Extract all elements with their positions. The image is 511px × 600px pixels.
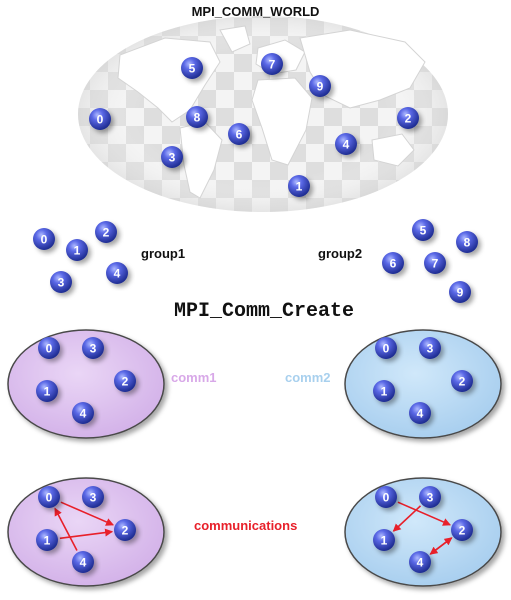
group1-process-4: 4 [106, 262, 128, 284]
world-map [78, 16, 448, 212]
group2-process-8: 8 [456, 231, 478, 253]
world-process-5: 5 [181, 57, 203, 79]
comm2-rank-1-label: 1 [381, 385, 388, 399]
comm1-msg-rank-2-label: 2 [122, 524, 129, 538]
comm1-rank-0-label: 0 [46, 342, 53, 356]
group1-process-2: 2 [95, 221, 117, 243]
comm2-msg-rank-0: 0 [375, 486, 397, 508]
group1-process-3-label: 3 [58, 276, 65, 290]
comm2-msg-rank-1: 1 [373, 529, 395, 551]
comm2-rank-3: 3 [419, 337, 441, 359]
world-process-3-label: 3 [169, 151, 176, 165]
group1-process-2-label: 2 [103, 226, 110, 240]
comm2-rank-0: 0 [375, 337, 397, 359]
comm1-rank-0: 0 [38, 337, 60, 359]
comm2-message-arrow-4-to-2 [429, 537, 453, 555]
group2-process-9-label: 9 [457, 286, 464, 300]
comm1-message-arrow-0-to-2 [60, 501, 114, 526]
world-process-7-label: 7 [269, 58, 276, 72]
comm2-rank-2-label: 2 [459, 375, 466, 389]
comm1-rank-1: 1 [36, 380, 58, 402]
world-process-2-label: 2 [405, 112, 412, 126]
comm1-msg-rank-4-label: 4 [80, 556, 87, 570]
world-process-8: 8 [186, 106, 208, 128]
comm2-msg-rank-2: 2 [451, 519, 473, 541]
comm1-message-arrow-4-to-0 [54, 507, 78, 551]
world-process-5-label: 5 [189, 62, 196, 76]
comm2-rank-3-label: 3 [427, 342, 434, 356]
group2-process-6-label: 6 [390, 257, 397, 271]
world-process-3: 3 [161, 146, 183, 168]
comm1-msg-rank-1-label: 1 [44, 534, 51, 548]
group2-process-9: 9 [449, 281, 471, 303]
comm1-rank-1-label: 1 [44, 385, 51, 399]
comm1-rank-3: 3 [82, 337, 104, 359]
comm1-msg-rank-3: 3 [82, 486, 104, 508]
comm1-msg-rank-4: 4 [72, 551, 94, 573]
comm2-rank-4: 4 [409, 402, 431, 424]
world-process-0-label: 0 [97, 113, 104, 127]
comm1-msg-rank-0-label: 0 [46, 491, 53, 505]
world-process-4-label: 4 [343, 138, 350, 152]
mpi-comm-create-label: MPI_Comm_Create [173, 300, 355, 323]
world-process-9: 9 [309, 75, 331, 97]
comm2-msg-rank-3: 3 [419, 486, 441, 508]
comm1-rank-2: 2 [114, 370, 136, 392]
group2-process-8-label: 8 [464, 236, 471, 250]
world-process-4: 4 [335, 133, 357, 155]
group2-process-7: 7 [424, 252, 446, 274]
world-process-6-label: 6 [236, 128, 243, 142]
group2-process-7-label: 7 [432, 257, 439, 271]
comm1-msg-rank-0: 0 [38, 486, 60, 508]
group1-process-3: 3 [50, 271, 72, 293]
comm1-rank-2-label: 2 [122, 375, 129, 389]
group1-process-0-label: 0 [41, 233, 48, 247]
group1-process-1: 1 [66, 239, 88, 261]
world-process-2: 2 [397, 107, 419, 129]
world-process-9-label: 9 [317, 80, 324, 94]
comm2-rank-0-label: 0 [383, 342, 390, 356]
comm1-rank-4: 4 [72, 402, 94, 424]
group1-label: group1 [141, 246, 186, 261]
comm2-msg-rank-2-label: 2 [459, 524, 466, 538]
group1-process-0: 0 [33, 228, 55, 250]
world-process-8-label: 8 [194, 111, 201, 125]
comm2-msg-rank-3-label: 3 [427, 491, 434, 505]
comm1-rank-4-label: 4 [80, 407, 87, 421]
comm2-msg-rank-4-label: 4 [417, 556, 424, 570]
world-process-6: 6 [228, 123, 250, 145]
group1-process-4-label: 4 [114, 267, 121, 281]
comm1-rank-3-label: 3 [90, 342, 97, 356]
comm2-label: comm2 [285, 370, 331, 385]
comm2-message-arrow-0-to-2 [397, 501, 451, 526]
world-title: MPI_COMM_WORLD [191, 4, 320, 19]
group2-process-5-label: 5 [420, 224, 427, 238]
comm2-msg-rank-1-label: 1 [381, 534, 388, 548]
group1-process-1-label: 1 [74, 244, 81, 258]
group2-process-6: 6 [382, 252, 404, 274]
world-process-1-label: 1 [296, 180, 303, 194]
process-balls: 0 1 2 3 4 5 6 7 8 9 0 1 2 3 4 5 6 7 8 9 0 1 2 3 4 0 1 2 3 4 0 1 2 3 4 0 1 2 3 4 [33, 53, 478, 573]
world-process-0: 0 [89, 108, 111, 130]
group2-process-5: 5 [412, 219, 434, 241]
message-arrows [54, 501, 453, 555]
world-process-1: 1 [288, 175, 310, 197]
comm1-label: comm1 [171, 370, 217, 385]
comm2-msg-rank-0-label: 0 [383, 491, 390, 505]
comm2-msg-rank-4: 4 [409, 551, 431, 573]
comm2-rank-4-label: 4 [417, 407, 424, 421]
group2-label: group2 [318, 246, 363, 261]
world-process-7: 7 [261, 53, 283, 75]
comm1-msg-rank-3-label: 3 [90, 491, 97, 505]
comm1-message-arrow-1-to-2 [59, 528, 114, 540]
comm2-rank-2: 2 [451, 370, 473, 392]
comm1-msg-rank-1: 1 [36, 529, 58, 551]
communications-label: communications [194, 518, 298, 533]
comm2-rank-1: 1 [373, 380, 395, 402]
comm1-msg-rank-2: 2 [114, 519, 136, 541]
